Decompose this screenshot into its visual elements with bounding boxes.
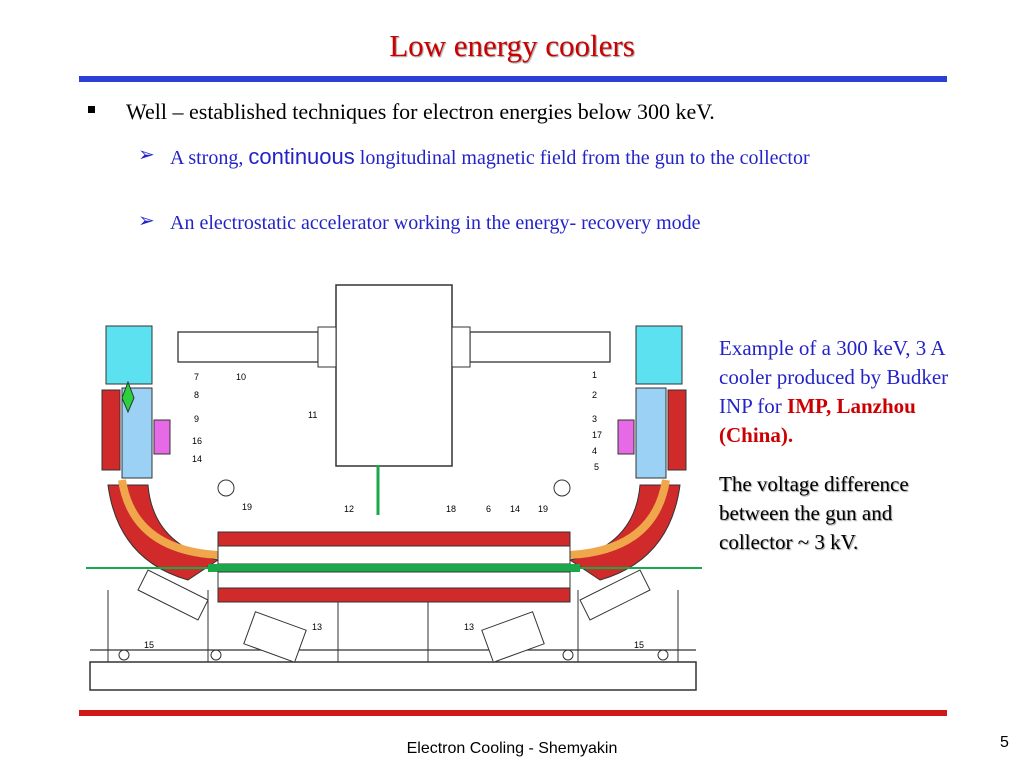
- part-label: 8: [194, 390, 199, 400]
- part-label: 14: [510, 504, 520, 514]
- part-label: 4: [592, 446, 597, 456]
- part-label: 15: [144, 640, 154, 650]
- top-divider: [79, 76, 947, 82]
- sub-bullet-2-text: An electrostatic accelerator working in …: [170, 212, 701, 234]
- part-label: 12: [344, 504, 354, 514]
- page-number: 5: [1000, 734, 1009, 751]
- slide-title: Low energy coolers: [389, 28, 635, 63]
- part-label: 19: [538, 504, 548, 514]
- part-label: 18: [446, 504, 456, 514]
- part-label: 1: [592, 370, 597, 380]
- sub-bullet-1-text: A strong, continuous longitudinal magnet…: [170, 144, 810, 169]
- part-label: 11: [308, 410, 317, 420]
- side-note-example: Example of a 300 keV, 3 A cooler produce…: [719, 336, 949, 447]
- part-label: 5: [594, 462, 599, 472]
- part-label: 15: [634, 640, 644, 650]
- part-label: 17: [592, 430, 602, 440]
- footer-text: Electron Cooling - Shemyakin: [406, 740, 618, 757]
- part-label: 10: [236, 372, 246, 382]
- side-note-voltage: The voltage difference between the gun a…: [719, 472, 909, 554]
- part-label: 3: [592, 414, 597, 424]
- part-label: 13: [464, 622, 474, 632]
- part-label: 6: [486, 504, 491, 514]
- part-label: 16: [192, 436, 202, 446]
- part-label: 7: [194, 372, 199, 382]
- part-label: 14: [192, 454, 202, 464]
- arrow-bullet-icon: ➢: [138, 144, 155, 166]
- main-bullet-text: Well – established techniques for electr…: [126, 99, 715, 124]
- arrow-bullet-icon: ➢: [138, 210, 155, 232]
- part-label: 13: [312, 622, 322, 632]
- square-bullet-icon: [88, 106, 95, 113]
- cooler-diagram: 7 10 8 9 16 14 11 1 2 3 17 4 5 19 12 18 …: [78, 270, 710, 695]
- part-label: 9: [194, 414, 199, 424]
- part-label: 19: [242, 502, 252, 512]
- bottom-divider: [79, 710, 947, 716]
- part-label: 2: [592, 390, 597, 400]
